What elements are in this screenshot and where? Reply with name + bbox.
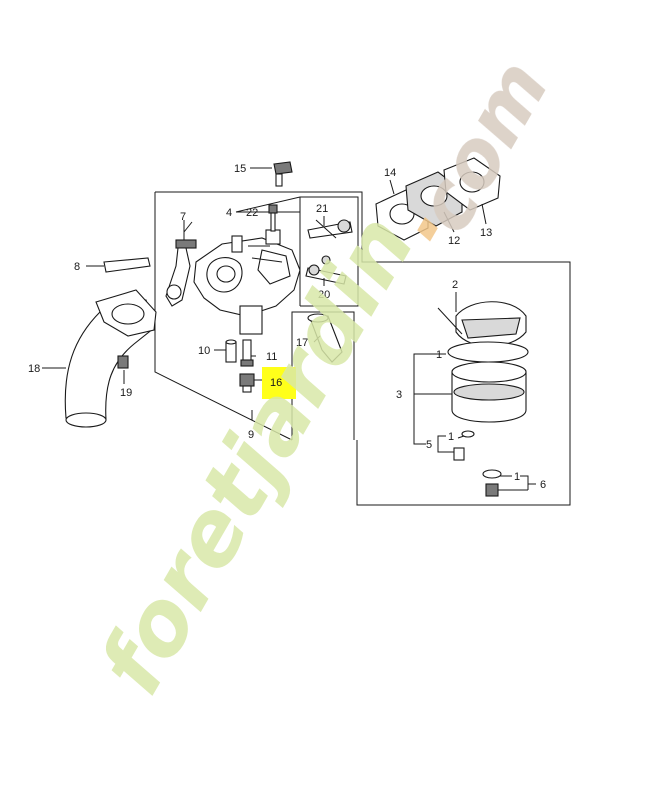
callout-6: 6 — [540, 479, 546, 491]
air-filter-element-3 — [451, 361, 527, 423]
screw-15 — [273, 161, 293, 187]
callout-16: 16 — [270, 377, 282, 389]
air-filter-cover-2 — [437, 301, 527, 347]
callout-18: 18 — [28, 363, 40, 375]
choke-lever — [165, 220, 197, 307]
callout-10: 10 — [198, 345, 210, 357]
callout-19: 19 — [120, 387, 132, 399]
callout-8: 8 — [74, 261, 80, 273]
nut-19 — [117, 355, 129, 369]
callout-1-bolt: 1 — [448, 431, 454, 443]
callout-1-filter: 1 — [436, 349, 442, 361]
hose-17 — [307, 313, 343, 363]
callout-9: 9 — [248, 429, 254, 441]
callout-20: 20 — [318, 289, 330, 301]
link-rod — [103, 257, 151, 273]
callout-2: 2 — [452, 279, 458, 291]
callout-14: 14 — [384, 167, 396, 179]
callout-11: 11 — [266, 351, 277, 363]
callout-13: 13 — [480, 227, 492, 239]
callout-3: 3 — [396, 389, 402, 401]
gasket-13 — [443, 157, 501, 211]
callout-17: 17 — [296, 337, 308, 349]
callout-5: 5 — [426, 439, 432, 451]
screw-22 — [268, 204, 278, 232]
part-16-highlight — [262, 367, 296, 399]
carburetor-body — [193, 229, 301, 335]
screw-21-assembly — [307, 219, 353, 239]
callout-15: 15 — [234, 163, 246, 175]
filter-gasket-1 — [447, 341, 529, 363]
callout-labels: 15 7 4 22 21 20 8 18 19 10 11 16 9 17 14… — [28, 163, 546, 491]
wing-nut-6 — [482, 469, 502, 497]
drain-screw-10 — [225, 339, 237, 363]
callout-22: 22 — [246, 207, 258, 219]
callout-7: 7 — [180, 211, 186, 223]
callout-4: 4 — [226, 207, 232, 219]
callout-21: 21 — [316, 203, 328, 215]
intake-elbow-18 — [64, 289, 157, 428]
callout-1-nut: 1 — [514, 471, 520, 483]
case-bolt-5 — [453, 430, 475, 461]
watermark-com: com — [399, 46, 567, 248]
screw-20-assembly — [305, 255, 347, 285]
callout-12: 12 — [448, 235, 460, 247]
main-jet-11 — [240, 339, 254, 367]
bolt-16 — [239, 373, 255, 393]
